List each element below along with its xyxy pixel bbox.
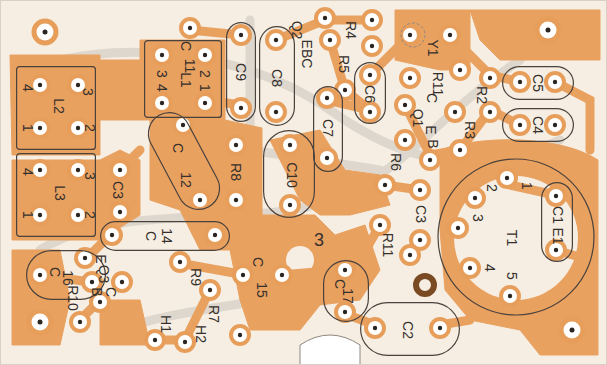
- part-label: R2: [475, 86, 489, 104]
- part-label: C8: [270, 69, 284, 87]
- part-label: Q3: [97, 265, 111, 284]
- part-label: H2: [194, 325, 208, 343]
- part-label: C: [104, 287, 118, 297]
- pin-number: 2: [83, 124, 97, 132]
- component-outline: 4 3L3 1 2: [16, 153, 96, 237]
- pin-number: L2: [52, 98, 66, 114]
- part-label: E: [94, 254, 108, 263]
- part-label: Q2: [290, 21, 304, 40]
- pin-number: T1: [505, 230, 519, 246]
- part-label: E1: [551, 227, 565, 244]
- part-label: R11: [431, 72, 445, 97]
- part-label: B: [90, 287, 104, 296]
- part-label: C10: [285, 162, 299, 188]
- part-label: 3: [155, 70, 169, 78]
- part-label: C: [425, 93, 439, 103]
- pin-number: 3: [471, 214, 485, 222]
- component-outline: C9: [226, 22, 256, 122]
- component-outline: C8: [259, 26, 295, 126]
- part-label: B: [426, 139, 440, 148]
- part-label: R7: [207, 305, 221, 323]
- part-label: C: [251, 257, 265, 267]
- pin-number: 3: [83, 172, 97, 180]
- part-label: R4: [344, 21, 358, 39]
- part-label: 17: [341, 288, 355, 304]
- part-label: R9: [189, 268, 203, 286]
- part-label: C1: [551, 206, 565, 224]
- part-label: C: [333, 279, 347, 289]
- component-outline: C17: [323, 260, 369, 322]
- part-label: H1: [159, 315, 173, 333]
- pin-number: 2: [83, 211, 97, 219]
- part-label: C5: [531, 74, 545, 92]
- component-outline: C1E1: [541, 182, 573, 262]
- component-outline: [148, 108, 220, 214]
- callout-number: 3: [314, 231, 324, 249]
- component-outline: C6: [354, 62, 386, 124]
- part-label: Q1: [411, 109, 425, 128]
- part-label: 4: [21, 84, 35, 92]
- part-label: 16: [61, 270, 75, 286]
- component-outline: C 12: [148, 108, 220, 214]
- part-label: C9: [234, 63, 248, 81]
- part-label: C: [179, 41, 193, 51]
- component-outline: C7: [313, 86, 343, 172]
- part-label: C2: [401, 321, 415, 339]
- pin-number: 1: [198, 84, 212, 92]
- component-outline: 4 3L2 1 2: [16, 66, 96, 150]
- component-outline: C5: [502, 66, 574, 100]
- part-label: R11: [381, 233, 395, 258]
- part-label: C7: [321, 119, 335, 137]
- part-label: R5: [337, 55, 351, 73]
- pin-number: 2: [198, 70, 212, 78]
- part-label: 2: [485, 184, 499, 192]
- part-label: EBC: [300, 40, 314, 69]
- part-label: C4: [531, 116, 545, 134]
- part-label: 4: [21, 168, 35, 176]
- pin-number: 1: [21, 124, 35, 132]
- part-label: 11: [183, 59, 197, 74]
- part-label: C3: [111, 181, 125, 199]
- part-label: R8: [229, 163, 243, 181]
- pin-number: 1: [21, 211, 35, 219]
- part-label: 15: [255, 282, 269, 298]
- part-label: C: [48, 267, 62, 277]
- pin-number: 4: [483, 264, 497, 272]
- part-label: 14: [160, 228, 174, 244]
- component-outline: C2: [360, 302, 460, 356]
- pin-number: 5: [505, 272, 519, 280]
- component-outline: C14: [100, 221, 230, 251]
- pin-number: 3: [81, 88, 95, 96]
- part-label: C6: [363, 85, 377, 103]
- component-outline: 3 2 L1 4 1: [144, 40, 222, 118]
- component-outline: C4: [502, 108, 574, 142]
- part-label: C3: [414, 205, 428, 223]
- pin-number: L1: [179, 72, 193, 88]
- part-label: 12: [179, 172, 193, 188]
- pin-number: L3: [53, 185, 67, 201]
- part-label: R6: [389, 153, 403, 171]
- part-label: C: [171, 143, 185, 153]
- pin-number: 4: [155, 84, 169, 92]
- part-label: E: [424, 125, 438, 134]
- part-label: R10: [66, 285, 80, 311]
- component-outline: C10: [263, 130, 315, 218]
- part-label: C: [144, 231, 158, 241]
- part-label: R3: [463, 121, 477, 139]
- part-label: Y1: [426, 39, 440, 56]
- pin-number: 1: [520, 182, 534, 190]
- component-outline: 213T145C1E1: [437, 158, 595, 316]
